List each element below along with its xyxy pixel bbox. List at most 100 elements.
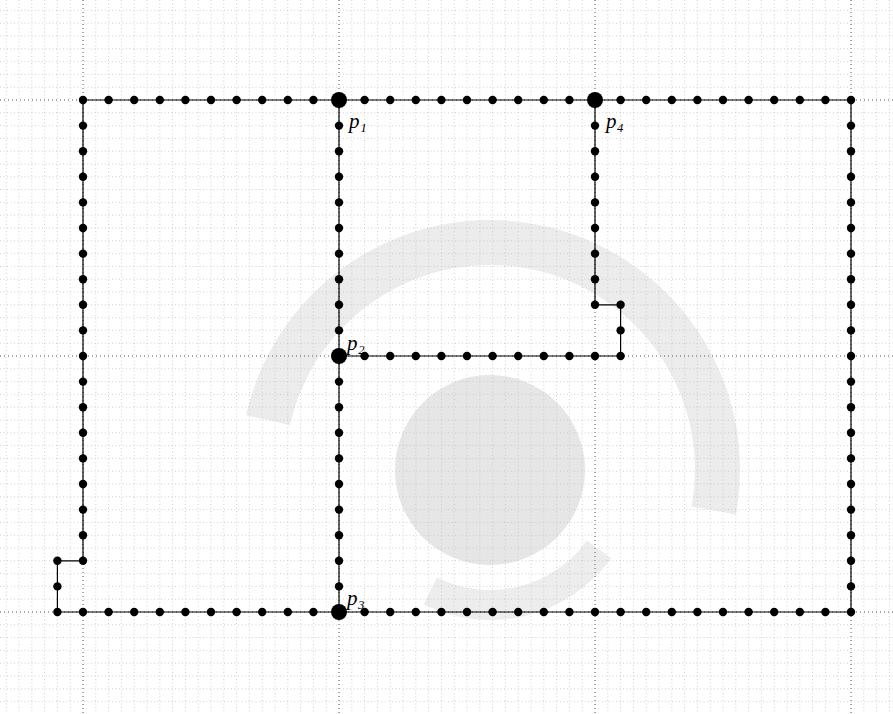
path-dot xyxy=(693,608,701,616)
grid-line xyxy=(0,381,893,382)
path-dot xyxy=(847,173,855,181)
grid-line xyxy=(761,0,762,714)
path-dot xyxy=(693,96,701,104)
path-dot xyxy=(847,377,855,385)
path-dot xyxy=(744,608,752,616)
point-marker xyxy=(331,92,347,108)
path-dot xyxy=(847,224,855,232)
grid-line xyxy=(582,0,583,714)
path-dot xyxy=(79,531,87,539)
path-dot xyxy=(335,582,343,590)
path-dot xyxy=(847,249,855,257)
path-dot xyxy=(79,275,87,283)
grid-line xyxy=(863,0,864,714)
path-dot xyxy=(79,608,87,616)
path-dot xyxy=(565,608,573,616)
path-dot xyxy=(591,352,599,360)
dots xyxy=(53,96,855,616)
path-dot xyxy=(847,403,855,411)
path-dot xyxy=(207,96,215,104)
path-dot xyxy=(335,275,343,283)
path-dot xyxy=(335,173,343,181)
path-dot xyxy=(79,121,87,129)
path-dot xyxy=(79,326,87,334)
path-dot xyxy=(79,557,87,565)
path-dot xyxy=(79,505,87,513)
path-dot xyxy=(79,301,87,309)
grid-line xyxy=(275,0,276,714)
grid-line xyxy=(0,535,893,536)
path-dot xyxy=(847,557,855,565)
grid-line xyxy=(0,599,893,600)
path-dot xyxy=(847,301,855,309)
grid-line xyxy=(0,471,893,472)
path-dot xyxy=(130,608,138,616)
grid-line xyxy=(0,61,893,62)
path-dot xyxy=(79,249,87,257)
path-dot xyxy=(642,608,650,616)
grid-line xyxy=(159,0,160,714)
grid-line xyxy=(505,0,506,714)
path-dot xyxy=(847,454,855,462)
grid-line xyxy=(0,432,893,433)
path-dot xyxy=(847,326,855,334)
path-dot xyxy=(412,352,420,360)
grid-line xyxy=(108,0,109,714)
path-dot xyxy=(335,326,343,334)
path-dot xyxy=(79,352,87,360)
path-dot xyxy=(847,429,855,437)
grid-line xyxy=(70,0,71,714)
grid-line xyxy=(0,176,893,177)
path-dot xyxy=(53,582,61,590)
path-dot xyxy=(847,505,855,513)
point-marker xyxy=(331,604,347,620)
grid-line xyxy=(774,0,775,714)
path-dot xyxy=(335,301,343,309)
path-dot xyxy=(79,429,87,437)
grid-line xyxy=(0,509,893,510)
grid-line xyxy=(121,0,122,714)
path-dot xyxy=(744,96,752,104)
path-dot xyxy=(258,608,266,616)
grid-line xyxy=(0,522,893,523)
watermark-crescent xyxy=(424,541,612,620)
path-dot xyxy=(770,96,778,104)
grid-line xyxy=(300,0,301,714)
grid-line xyxy=(0,343,893,344)
path-dot xyxy=(412,96,420,104)
grid-line xyxy=(0,87,893,88)
grid-line xyxy=(889,0,890,714)
point-label: p₁ xyxy=(349,111,367,132)
grid-line xyxy=(262,0,263,714)
path-dot xyxy=(335,121,343,129)
path-dot xyxy=(847,531,855,539)
path-dot xyxy=(668,96,676,104)
path-dot xyxy=(821,96,829,104)
grid-line xyxy=(876,0,877,714)
grid-line xyxy=(0,420,893,421)
grid-line xyxy=(0,304,893,305)
path-dot xyxy=(463,352,471,360)
point-label: p₂ xyxy=(347,333,365,354)
path-dot xyxy=(335,403,343,411)
grid-line xyxy=(223,0,224,714)
grid-line xyxy=(787,0,788,714)
point-marker xyxy=(587,92,603,108)
grid-line xyxy=(147,0,148,714)
path-dot xyxy=(591,275,599,283)
path-dot xyxy=(79,454,87,462)
path-dot xyxy=(335,377,343,385)
path-dot xyxy=(335,531,343,539)
path-dot xyxy=(847,198,855,206)
path-dot xyxy=(591,608,599,616)
grid-line xyxy=(0,330,893,331)
path-dot xyxy=(335,224,343,232)
path-dot xyxy=(335,557,343,565)
path-dot xyxy=(591,301,599,309)
grid-line xyxy=(671,0,672,714)
path-dot xyxy=(79,147,87,155)
grid-line xyxy=(0,650,893,651)
grid-line xyxy=(0,36,893,37)
